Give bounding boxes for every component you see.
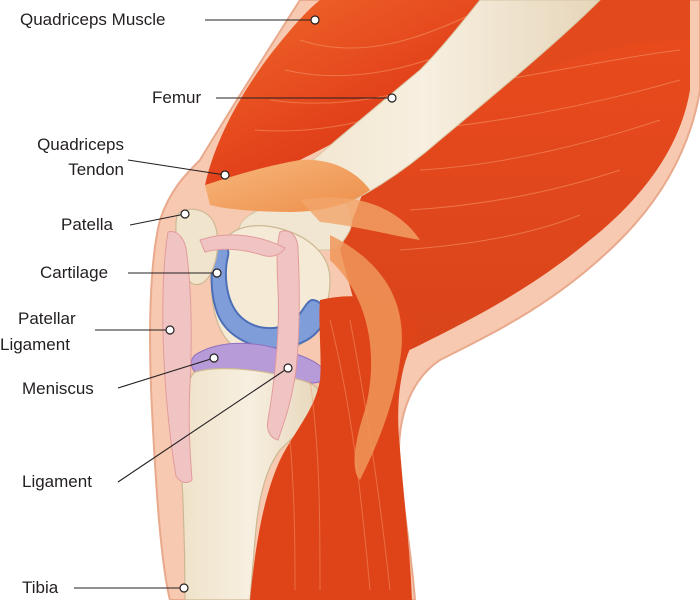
leader-ligament [117, 367, 289, 483]
dot-patellar-ligament [165, 325, 175, 335]
dot-quadriceps-muscle [310, 15, 320, 25]
label-dots [165, 15, 397, 593]
label-quadriceps-tendon-line1: Quadriceps [37, 135, 124, 154]
leader-lines [74, 19, 392, 589]
dot-quadriceps-tendon [220, 170, 230, 180]
leader-patella [129, 213, 186, 226]
label-patellar-ligament-line1: Patellar [18, 309, 76, 328]
label-cartilage: Cartilage [40, 263, 109, 282]
lateral-tendon [330, 235, 402, 480]
label-ligament: Ligament [22, 472, 92, 491]
leader-quadriceps-tendon [127, 159, 226, 176]
patellar-ligament-shape [162, 231, 193, 484]
dot-femur [387, 93, 397, 103]
dot-cartilage [212, 268, 222, 278]
dot-patella [180, 209, 190, 219]
tendon-band [300, 197, 420, 240]
label-quadriceps-tendon-line2: Tendon [68, 160, 124, 179]
label-tibia: Tibia [22, 578, 59, 597]
label-quadriceps-muscle: Quadriceps Muscle [20, 10, 166, 29]
collateral-ligament-shape [267, 230, 300, 441]
cruciate-ligament-shape [199, 234, 286, 257]
dot-meniscus [209, 353, 219, 363]
label-patella: Patella [61, 215, 113, 234]
dot-ligament [283, 363, 293, 373]
label-meniscus: Meniscus [22, 379, 94, 398]
label-femur: Femur [152, 88, 202, 107]
leader-meniscus [117, 357, 215, 389]
label-patellar-ligament-line2: Ligament [0, 335, 70, 354]
dot-tibia [179, 583, 189, 593]
